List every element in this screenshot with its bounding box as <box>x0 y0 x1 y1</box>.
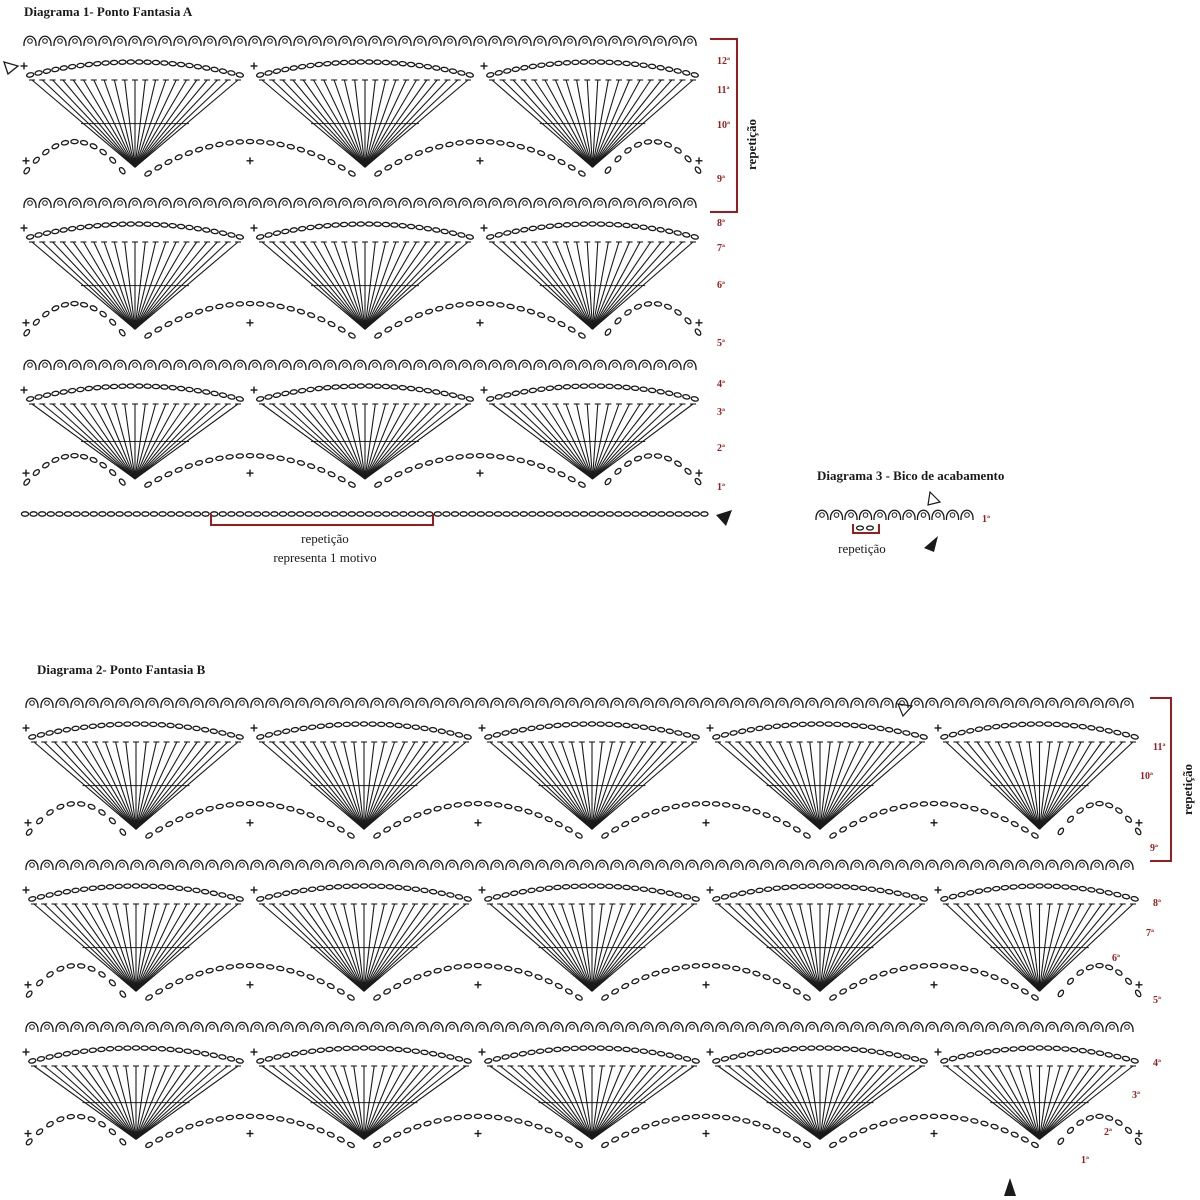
diagram1-title: Diagrama 1- Ponto Fantasia A <box>24 4 193 19</box>
d1-row-11: 11ª <box>717 85 730 96</box>
diagram1-repeat-vertical: repetição <box>744 118 759 170</box>
d1-row-7: 7ª <box>717 243 725 254</box>
d2-row-1: 1ª <box>1081 1155 1089 1166</box>
d1-row-8: 8ª <box>717 218 725 229</box>
d2-row-4: 4ª <box>1153 1058 1161 1069</box>
diagram3-repeat-bracket <box>852 532 880 534</box>
diagram2-title: Diagrama 2- Ponto Fantasia B <box>37 662 206 677</box>
d1-row-1: 1ª <box>717 482 725 493</box>
d2-row-6: 6ª <box>1112 953 1120 964</box>
d1-row-5: 5ª <box>717 338 725 349</box>
diagram1-repeat-bottom-bracket <box>210 524 434 526</box>
d1-row-10: 10ª <box>717 120 730 131</box>
d2-row-10: 10ª <box>1140 771 1153 782</box>
d2-row-9: 9ª <box>1150 843 1158 854</box>
d2-row-5: 5ª <box>1153 995 1161 1006</box>
diagram3-repeat-label: repetição <box>838 541 886 556</box>
d2-row-8: 8ª <box>1153 898 1161 909</box>
d1-row-12: 12ª <box>717 56 730 67</box>
diagram3-row-label: 1ª <box>982 514 990 525</box>
diagram2-repeat-bracket <box>1150 697 1172 699</box>
diagram1-repeat-label: repetição <box>301 531 349 546</box>
d2-row-3: 3ª <box>1132 1090 1140 1101</box>
d2-row-11: 11ª <box>1153 742 1166 753</box>
d1-row-9: 9ª <box>717 174 725 185</box>
diagram1-motif-label: representa 1 motivo <box>273 550 377 565</box>
d2-row-7: 7ª <box>1146 928 1154 939</box>
d1-row-6: 6ª <box>717 280 725 291</box>
d2-row-2: 2ª <box>1104 1127 1112 1138</box>
diagram1-repeat-bracket <box>710 38 738 40</box>
d1-row-2: 2ª <box>717 443 725 454</box>
diagram2-repeat-vertical: repetição <box>1180 763 1195 815</box>
d1-row-3: 3ª <box>717 407 725 418</box>
d1-row-4: 4ª <box>717 379 725 390</box>
diagram3-title: Diagrama 3 - Bico de acabamento <box>817 468 1005 483</box>
